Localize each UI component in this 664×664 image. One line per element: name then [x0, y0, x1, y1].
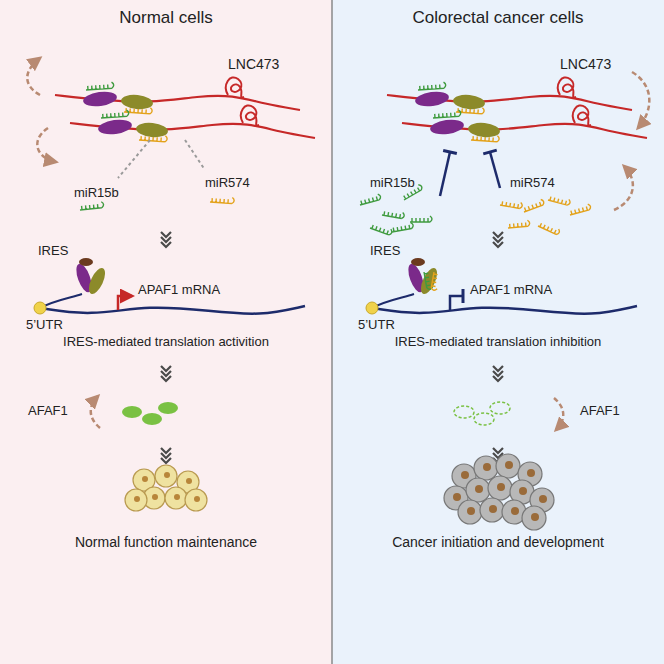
mirna-symbol — [507, 220, 529, 228]
ires-structure — [73, 258, 108, 296]
down-chevrons — [161, 448, 171, 463]
panel-divider — [331, 0, 333, 664]
lnc473-rna — [387, 77, 632, 114]
panel-band: Colorectal cancer cells — [332, 0, 664, 40]
mirna-symbol — [101, 110, 129, 118]
ires-label: IRES — [38, 244, 68, 259]
panel-illustration — [27, 58, 315, 511]
down-chevrons — [493, 366, 503, 381]
mirna-symbol — [431, 272, 440, 291]
activation-arrow — [118, 296, 132, 310]
mrna-label: APAF1 mRNA — [470, 283, 552, 298]
ires-label: IRES — [370, 244, 400, 259]
mirna-symbol — [139, 134, 167, 142]
trend-arrow — [27, 58, 40, 95]
panel-background — [332, 0, 664, 664]
process-label: IRES-mediated translation inhibition — [395, 335, 602, 350]
panel-illustration — [358, 72, 649, 530]
mirna-symbol — [410, 216, 432, 222]
process-label: IRES-mediated translation activition — [63, 335, 269, 350]
lnc473-rna — [402, 105, 647, 142]
cell-cluster — [444, 454, 554, 530]
trend-arrow — [91, 396, 100, 428]
panel-background — [0, 0, 332, 664]
mirna-symbol — [568, 204, 591, 215]
outcome-label: Cancer initiation and development — [392, 534, 604, 550]
panel-band: Normal cells — [0, 0, 332, 40]
protein-label: AFAF1 — [28, 404, 68, 419]
release-line — [185, 140, 205, 170]
inhibition-bar — [450, 296, 462, 310]
mirna-symbol — [538, 221, 560, 236]
utr-label: 5’UTR — [26, 318, 63, 333]
down-chevrons — [161, 232, 171, 247]
protein-label: AFAF1 — [580, 404, 620, 419]
ires-structure — [405, 258, 440, 296]
mirna-symbol — [433, 110, 461, 118]
trend-arrow — [554, 398, 563, 430]
mrna-label: APAF1 mRNA — [138, 283, 220, 298]
cell-cluster — [125, 465, 207, 511]
trend-arrow — [614, 166, 633, 210]
mirna-symbol — [500, 199, 523, 209]
mirna-symbol — [548, 194, 571, 205]
mirna-symbol — [370, 222, 393, 235]
mirna-symbol — [382, 209, 405, 219]
release-line — [118, 140, 150, 178]
mirna-symbol — [522, 199, 545, 212]
apaf1-protein — [122, 402, 178, 425]
trend-arrow — [37, 128, 56, 162]
inhibition-bar — [462, 289, 465, 303]
mirna-label: miR15b — [74, 186, 119, 201]
down-chevrons — [161, 366, 171, 381]
panel-title: Colorectal cancer cells — [332, 0, 664, 28]
panel-title: Normal cells — [0, 0, 332, 28]
mirna-label: miR574 — [205, 176, 250, 191]
rna-label: LNC473 — [560, 56, 611, 72]
mirna-symbol — [210, 196, 234, 204]
mirna-symbol — [358, 194, 381, 205]
down-chevrons — [493, 232, 503, 247]
inhibition-bar — [483, 150, 500, 188]
utr-label: 5’UTR — [358, 318, 395, 333]
lnc473-rna — [70, 105, 315, 142]
mirna-symbol — [79, 202, 103, 210]
lnc473-rna — [55, 77, 300, 114]
inhibition-bar — [440, 150, 457, 196]
rna-label: LNC473 — [228, 56, 279, 72]
mirna-symbol — [418, 82, 446, 90]
mirna-symbol — [471, 134, 499, 142]
mirna-symbol — [86, 82, 114, 90]
mirna-label: miR15b — [370, 176, 415, 191]
trend-arrow — [632, 72, 649, 128]
apaf1-protein — [454, 402, 510, 425]
mirna-symbol — [391, 222, 414, 232]
mirna-label: miR574 — [510, 176, 555, 191]
outcome-label: Normal function maintenance — [75, 534, 257, 550]
